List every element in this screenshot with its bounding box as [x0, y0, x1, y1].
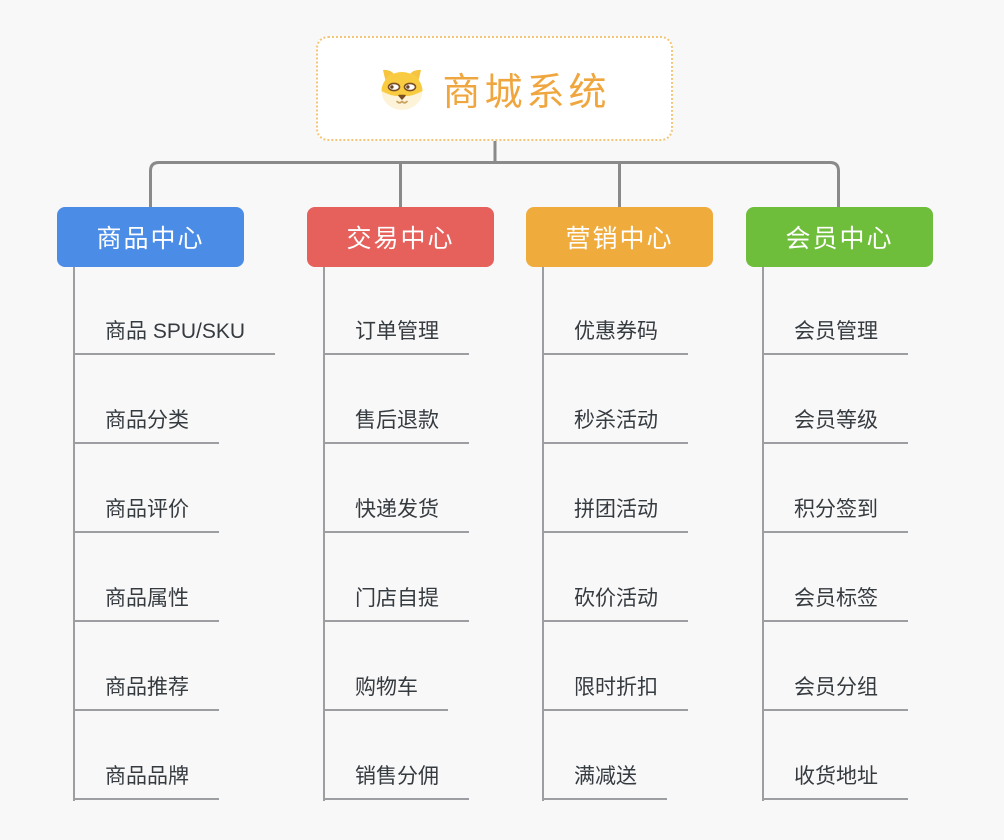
- leaf-label: 门店自提: [355, 587, 439, 610]
- leaf-node[interactable]: 商品推荐: [73, 674, 219, 711]
- leaf-node[interactable]: 商品分类: [73, 407, 219, 444]
- leaf-label: 会员等级: [794, 409, 878, 432]
- leaf-label: 商品分类: [105, 409, 189, 432]
- leaf-node[interactable]: 售后退款: [323, 407, 469, 444]
- branch-node-2[interactable]: 交易中心: [307, 207, 494, 267]
- leaf-label: 会员管理: [794, 320, 878, 343]
- leaf-label: 商品 SPU/SKU: [105, 320, 246, 343]
- leaf-label: 满减送: [574, 765, 637, 788]
- leaf-node[interactable]: 购物车: [323, 674, 448, 711]
- leaf-node[interactable]: 拼团活动: [542, 496, 688, 533]
- leaf-label: 限时折扣: [574, 676, 658, 699]
- leaf-node[interactable]: 限时折扣: [542, 674, 688, 711]
- dog-face-icon: [381, 69, 423, 110]
- leaf-label: 积分签到: [794, 498, 878, 521]
- leaf-node[interactable]: 商品 SPU/SKU: [73, 318, 276, 355]
- leaf-node[interactable]: 会员分组: [762, 674, 908, 711]
- branch-connector-line: [149, 161, 840, 211]
- leaf-node[interactable]: 收货地址: [762, 763, 908, 800]
- branch-trunk-line: [542, 267, 544, 801]
- branch-trunk-line: [73, 267, 75, 801]
- leaf-label: 拼团活动: [574, 498, 658, 521]
- leaf-label: 会员标签: [794, 587, 878, 610]
- leaf-node[interactable]: 砍价活动: [542, 585, 688, 622]
- leaf-label: 商品评价: [105, 498, 189, 521]
- leaf-label: 快递发货: [355, 498, 439, 521]
- leaf-node[interactable]: 商品评价: [73, 496, 219, 533]
- branch-node-1[interactable]: 商品中心: [57, 207, 244, 267]
- leaf-node[interactable]: 商品属性: [73, 585, 219, 622]
- leaf-node[interactable]: 积分签到: [762, 496, 908, 533]
- branch-label: 商品中心: [96, 225, 205, 253]
- branch-label: 会员中心: [785, 225, 894, 253]
- leaf-node[interactable]: 订单管理: [323, 318, 469, 355]
- leaf-label: 商品品牌: [105, 765, 189, 788]
- branch-trunk-line: [323, 267, 325, 801]
- leaf-node[interactable]: 门店自提: [323, 585, 469, 622]
- root-node[interactable]: 商城系统: [316, 36, 673, 141]
- branch-label: 交易中心: [346, 225, 455, 253]
- root-title: 商城系统: [442, 72, 611, 114]
- leaf-label: 收货地址: [794, 765, 878, 788]
- leaf-node[interactable]: 优惠券码: [542, 318, 688, 355]
- branch-node-4[interactable]: 会员中心: [746, 207, 933, 267]
- branch-node-3[interactable]: 营销中心: [526, 207, 713, 267]
- leaf-label: 商品属性: [105, 587, 189, 610]
- leaf-label: 订单管理: [355, 320, 439, 343]
- leaf-node[interactable]: 满减送: [542, 763, 667, 800]
- leaf-label: 优惠券码: [574, 320, 658, 343]
- leaf-label: 销售分佣: [355, 765, 439, 788]
- leaf-node[interactable]: 会员标签: [762, 585, 908, 622]
- leaf-node[interactable]: 会员管理: [762, 318, 908, 355]
- leaf-label: 购物车: [355, 676, 418, 699]
- leaf-label: 商品推荐: [105, 676, 189, 699]
- leaf-node[interactable]: 会员等级: [762, 407, 908, 444]
- branch-trunk-line: [762, 267, 764, 801]
- leaf-label: 秒杀活动: [574, 409, 658, 432]
- leaf-node[interactable]: 快递发货: [323, 496, 469, 533]
- leaf-node[interactable]: 销售分佣: [323, 763, 469, 800]
- leaf-label: 售后退款: [355, 409, 439, 432]
- leaf-label: 砍价活动: [574, 587, 658, 610]
- leaf-node[interactable]: 商品品牌: [73, 763, 219, 800]
- branch-label: 营销中心: [565, 225, 674, 253]
- leaf-label: 会员分组: [794, 676, 878, 699]
- leaf-node[interactable]: 秒杀活动: [542, 407, 688, 444]
